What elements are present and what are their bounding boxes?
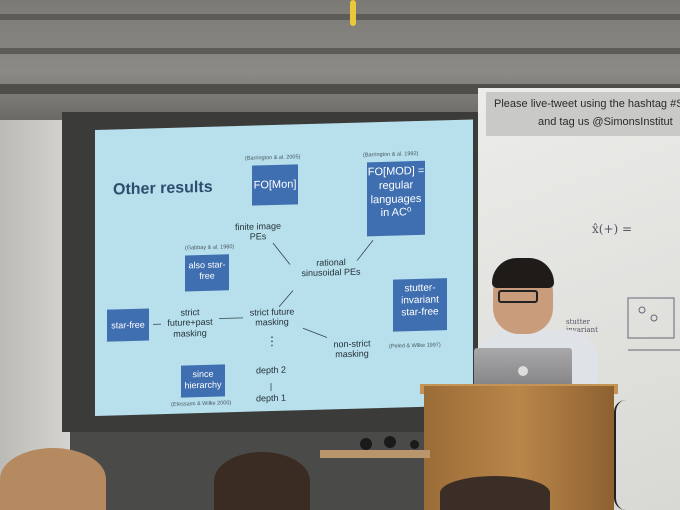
microphone: [360, 438, 372, 450]
apple-logo-icon: [518, 366, 528, 376]
notice-banner: Please live-tweet using the hashtag #S a…: [486, 92, 680, 136]
whiteboard-formula: x̂(+) =: [592, 222, 633, 236]
microphone: [410, 440, 419, 449]
projected-slide: Other results (Barrington & al. 2005) FO…: [95, 119, 473, 417]
ceiling-beam: [0, 14, 680, 20]
audience-head: [440, 476, 550, 510]
shelf: [320, 450, 430, 458]
ceiling: [0, 0, 680, 120]
glasses: [498, 290, 538, 303]
ceiling-beam: [0, 48, 680, 54]
whiteboard-sketch: [627, 297, 680, 351]
audience-head: [214, 452, 310, 510]
ceiling-beam: [0, 84, 680, 94]
arrow: [219, 317, 243, 319]
left-wall: [0, 120, 70, 510]
arrow: [356, 239, 374, 261]
arrow: [278, 290, 294, 308]
notice-line-1: Please live-tweet using the hashtag #S: [494, 98, 680, 110]
notice-line-2: and tag us @SimonsInstitut: [538, 116, 673, 128]
slide-arrows: [153, 239, 374, 392]
arrow: [272, 242, 291, 265]
ceiling-lamp: [350, 0, 356, 26]
microphone: [384, 436, 396, 448]
speaker-hair: [492, 258, 554, 288]
cable: [614, 400, 646, 510]
whiteboard-note: stutter invariant: [566, 318, 598, 334]
arrow: [302, 327, 328, 338]
audience-head: [0, 448, 106, 510]
